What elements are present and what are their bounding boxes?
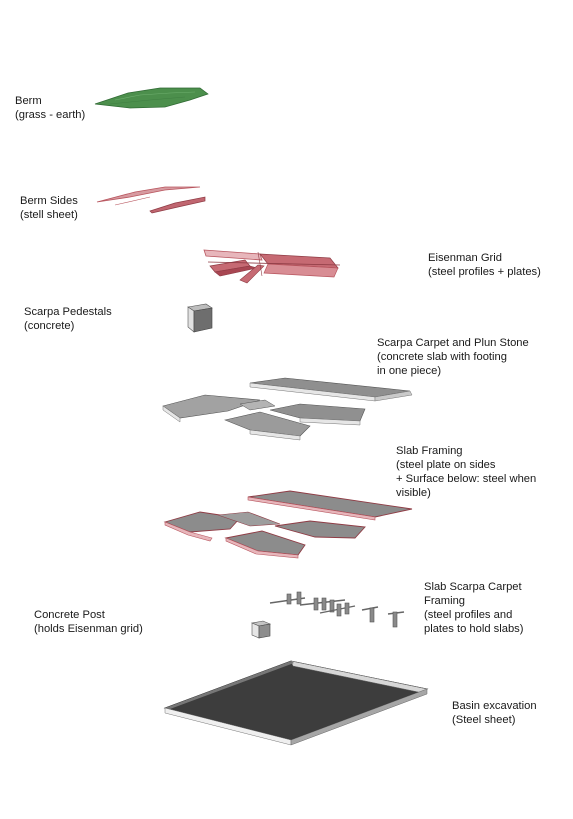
basin-excavation-title: Basin excavation bbox=[452, 700, 537, 712]
scarpa-pedestal-layer bbox=[187, 303, 213, 333]
basin-excavation-label: Basin excavation (Steel sheet) bbox=[452, 699, 537, 727]
basin-excavation-description: (Steel sheet) bbox=[452, 714, 516, 726]
scarpa-carpet-description-2: in one piece) bbox=[377, 365, 442, 377]
eisenman-grid-label: Eisenman Grid (steel profiles + plates) bbox=[428, 251, 541, 279]
scarpa-pedestals-label: Scarpa Pedestals (concrete) bbox=[24, 305, 112, 333]
berm-description: (grass - earth) bbox=[15, 109, 86, 121]
berm-sides-label: Berm Sides (stell sheet) bbox=[20, 194, 78, 222]
slab-scarpa-carpet-framing-description-2: plates to hold slabs) bbox=[424, 623, 524, 635]
slab-scarpa-carpet-framing-label: Slab Scarpa Carpet Framing (steel profil… bbox=[424, 580, 524, 636]
scarpa-carpet-title: Scarpa Carpet and Plun Stone bbox=[377, 337, 529, 349]
scarpa-pedestals-description: (concrete) bbox=[24, 320, 75, 332]
berm-sides-title: Berm Sides bbox=[20, 195, 78, 207]
scarpa-carpet-layer bbox=[162, 377, 413, 441]
slab-framing-description-3: visible) bbox=[396, 487, 431, 499]
concrete-post-description: (holds Eisenman grid) bbox=[34, 623, 143, 635]
eisenman-grid-layer bbox=[203, 249, 341, 284]
slab-scarpa-carpet-framing-title-2: Framing bbox=[424, 595, 466, 607]
concrete-post-layer bbox=[250, 620, 272, 639]
slab-scarpa-carpet-framing-layer bbox=[269, 591, 405, 628]
eisenman-grid-title: Eisenman Grid bbox=[428, 252, 502, 264]
scarpa-pedestals-title: Scarpa Pedestals bbox=[24, 306, 112, 318]
berm-sides-description: (stell sheet) bbox=[20, 209, 78, 221]
eisenman-grid-description: (steel profiles + plates) bbox=[428, 266, 541, 278]
slab-framing-label: Slab Framing (steel plate on sides + Sur… bbox=[396, 444, 536, 500]
slab-scarpa-carpet-framing-title-1: Slab Scarpa Carpet bbox=[424, 581, 522, 593]
slab-framing-title: Slab Framing bbox=[396, 445, 463, 457]
slab-framing-description-2: + Surface below: steel when bbox=[396, 473, 537, 485]
concrete-post-label: Concrete Post (holds Eisenman grid) bbox=[34, 608, 143, 636]
slab-framing-layer bbox=[163, 490, 413, 559]
scarpa-carpet-label: Scarpa Carpet and Plun Stone (concrete s… bbox=[377, 336, 529, 378]
slab-framing-description-1: (steel plate on sides bbox=[396, 459, 496, 471]
scarpa-carpet-description-1: (concrete slab with footing bbox=[377, 351, 507, 363]
concrete-post-title: Concrete Post bbox=[34, 609, 105, 621]
berm-sides-layer bbox=[96, 186, 206, 214]
berm-label: Berm (grass - earth) bbox=[15, 94, 85, 122]
basin-excavation-layer bbox=[163, 660, 429, 746]
berm-layer bbox=[94, 87, 209, 109]
berm-title: Berm bbox=[15, 95, 42, 107]
slab-scarpa-carpet-framing-description-1: (steel profiles and bbox=[424, 609, 513, 621]
